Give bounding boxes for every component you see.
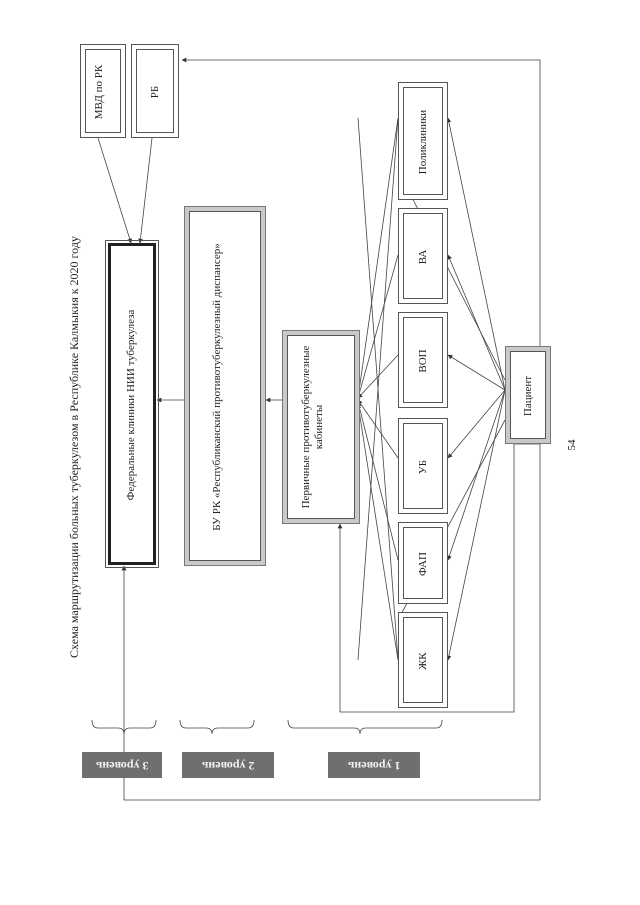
diagram-title: Схема маршрутизации больных туберкулезом… [67,236,81,658]
rb-box: РБ [131,44,179,138]
patient-label: Пациент [522,375,534,417]
mvd-box: МВД по РК [80,44,126,138]
facility-va-label: ВА [417,249,429,265]
facility-ub-label: УБ [417,459,429,475]
facility-ub: УБ [398,418,448,514]
dispensary-box: БУ РК «Республиканский противотуберкулез… [184,206,266,566]
facility-fap-label: ФАП [417,552,429,576]
level-2-text: 2 уровень [201,758,255,773]
level-1-text: 1 уровень [347,758,401,773]
facility-vop: ВОП [398,312,448,408]
facility-va: ВА [398,208,448,304]
level-3-label: 3 уровень [82,752,162,778]
primary-cabinets-box: Первичные противотуберкулезные кабинеты [282,330,360,524]
facility-polyclinics-label: Поликлиники [417,109,429,175]
facility-fap: ФАП [398,522,448,604]
page-number: 54 [566,439,578,451]
federal-clinics-box: Федеральные клиники НИИ туберкулеза [105,240,159,568]
patient-box: Пациент [505,346,551,444]
dispensary-label: БУ РК «Республиканский противотуберкулез… [211,243,223,531]
level-2-label: 2 уровень [182,752,274,778]
facility-zhk-label: ЖК [417,652,429,670]
facility-vop-label: ВОП [417,349,429,373]
facility-zhk: ЖК [398,612,448,708]
mvd-label: МВД по РК [93,64,105,120]
level-3-text: 3 уровень [95,758,149,773]
level-1-label: 1 уровень [328,752,420,778]
federal-clinics-label: Федеральные клиники НИИ туберкулеза [125,309,137,501]
facility-polyclinics: Поликлиники [398,82,448,200]
primary-cabinets-label: Первичные противотуберкулезные кабинеты [300,345,325,509]
rb-label: РБ [149,85,161,99]
